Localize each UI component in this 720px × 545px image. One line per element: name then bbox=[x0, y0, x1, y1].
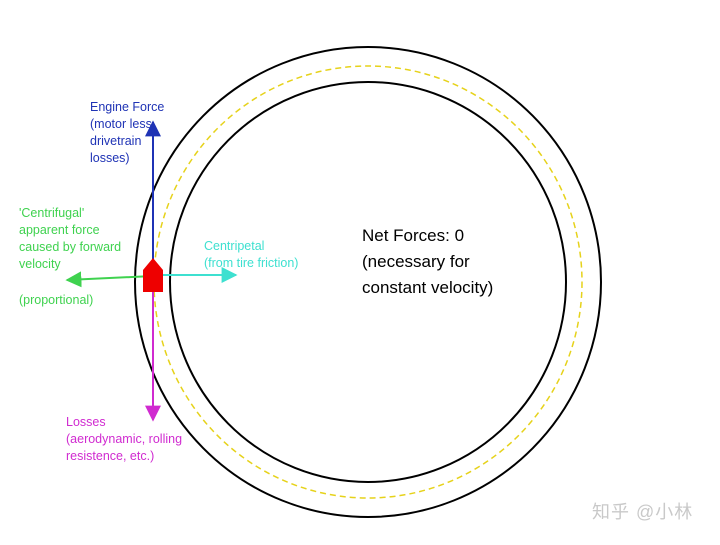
centrifugal-force-label: 'Centrifugal' apparent force caused by f… bbox=[19, 206, 122, 271]
car-icon bbox=[143, 258, 163, 292]
centrifugal-note-label: (proportional) bbox=[19, 293, 94, 307]
net-forces-caption: Net Forces: 0 (necessary for constant ve… bbox=[362, 226, 494, 297]
track-inner-edge bbox=[169, 81, 567, 483]
track-outer-edge bbox=[134, 46, 602, 518]
losses-force-label: Losses (aerodynamic, rolling resistence,… bbox=[66, 415, 183, 463]
centripetal-force-label: Centripetal (from tire friction) bbox=[204, 239, 299, 270]
centrifugal-force-arrow bbox=[65, 271, 154, 288]
engine-force-label: Engine Force (motor less drivetrain loss… bbox=[90, 100, 165, 165]
watermark: 知乎 @小林 bbox=[592, 502, 694, 522]
